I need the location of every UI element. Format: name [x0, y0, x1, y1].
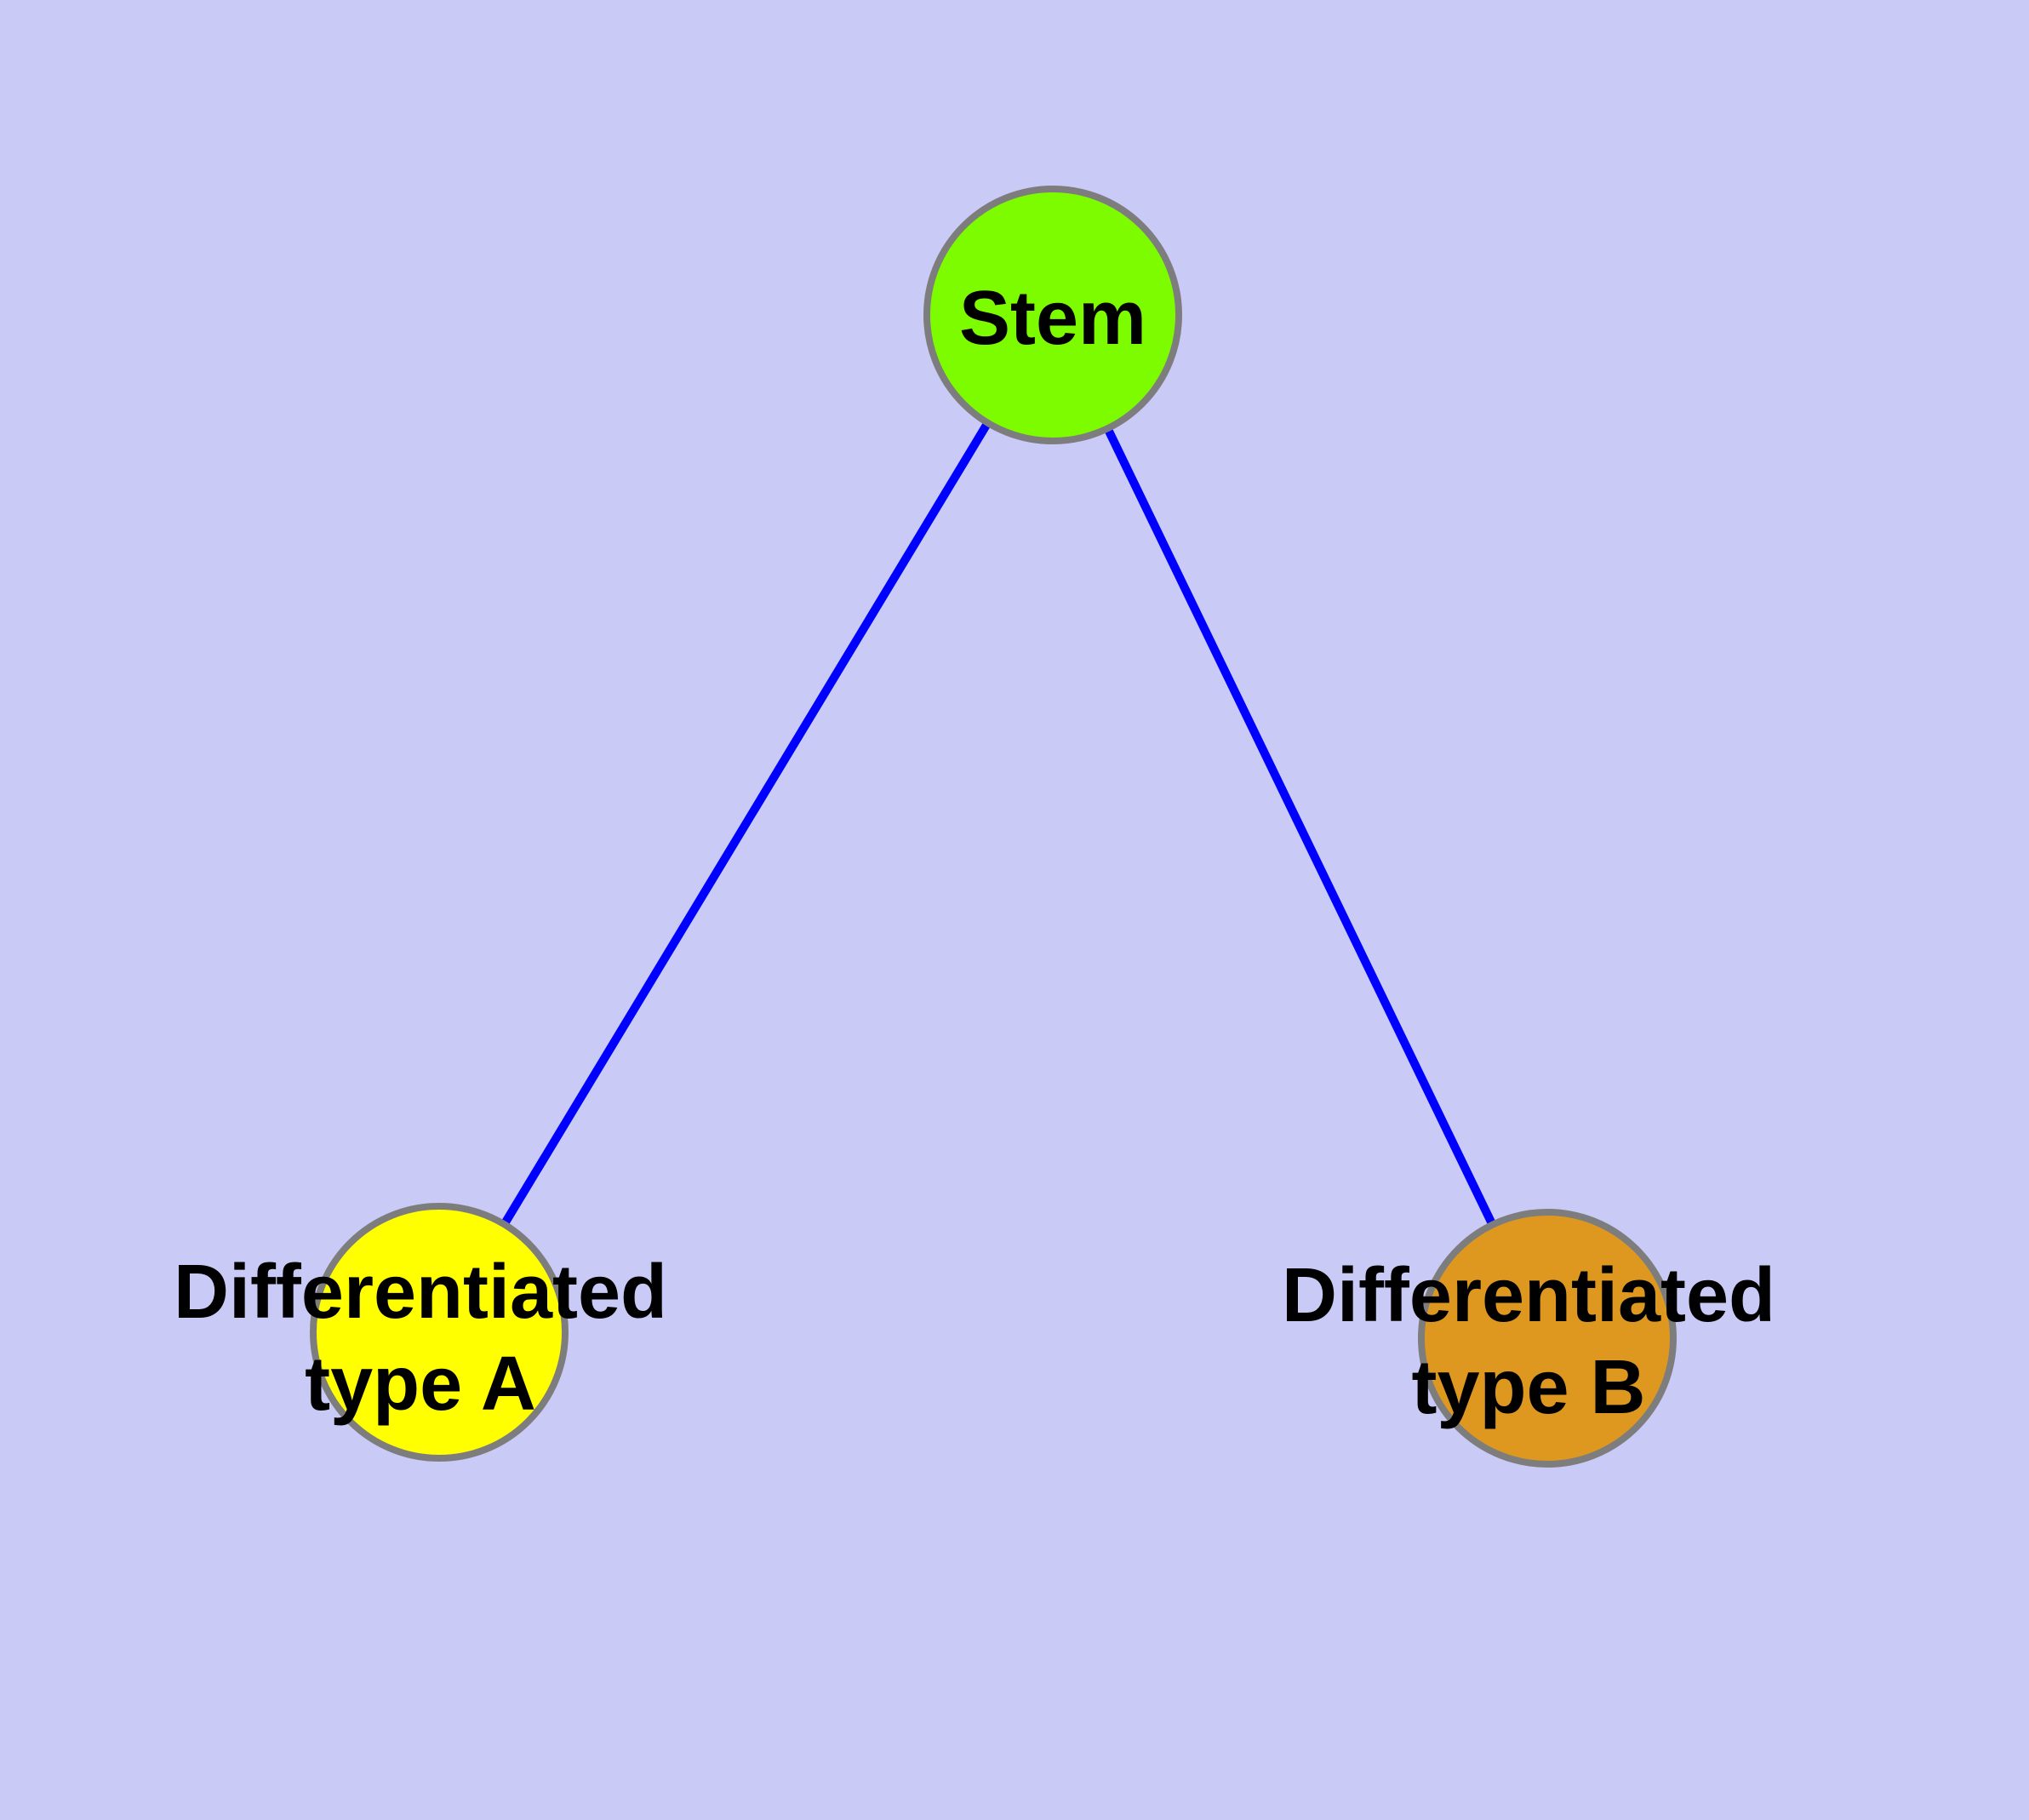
edge-stem-to-type-a	[435, 312, 1057, 1335]
stem-node-label: Stem	[959, 276, 1146, 361]
type-b-node-label-line1: Differentiated	[1282, 1253, 1775, 1338]
edge-stem-to-type-b	[1049, 312, 1552, 1341]
type-a-node	[310, 1203, 569, 1462]
type-a-node-label-line1: Differentiated	[174, 1250, 667, 1335]
type-a-node-label-line2: type A	[305, 1342, 536, 1427]
stem-node	[923, 186, 1182, 444]
type-b-node	[1418, 1209, 1677, 1468]
type-b-node-label-line2: type B	[1411, 1345, 1645, 1430]
